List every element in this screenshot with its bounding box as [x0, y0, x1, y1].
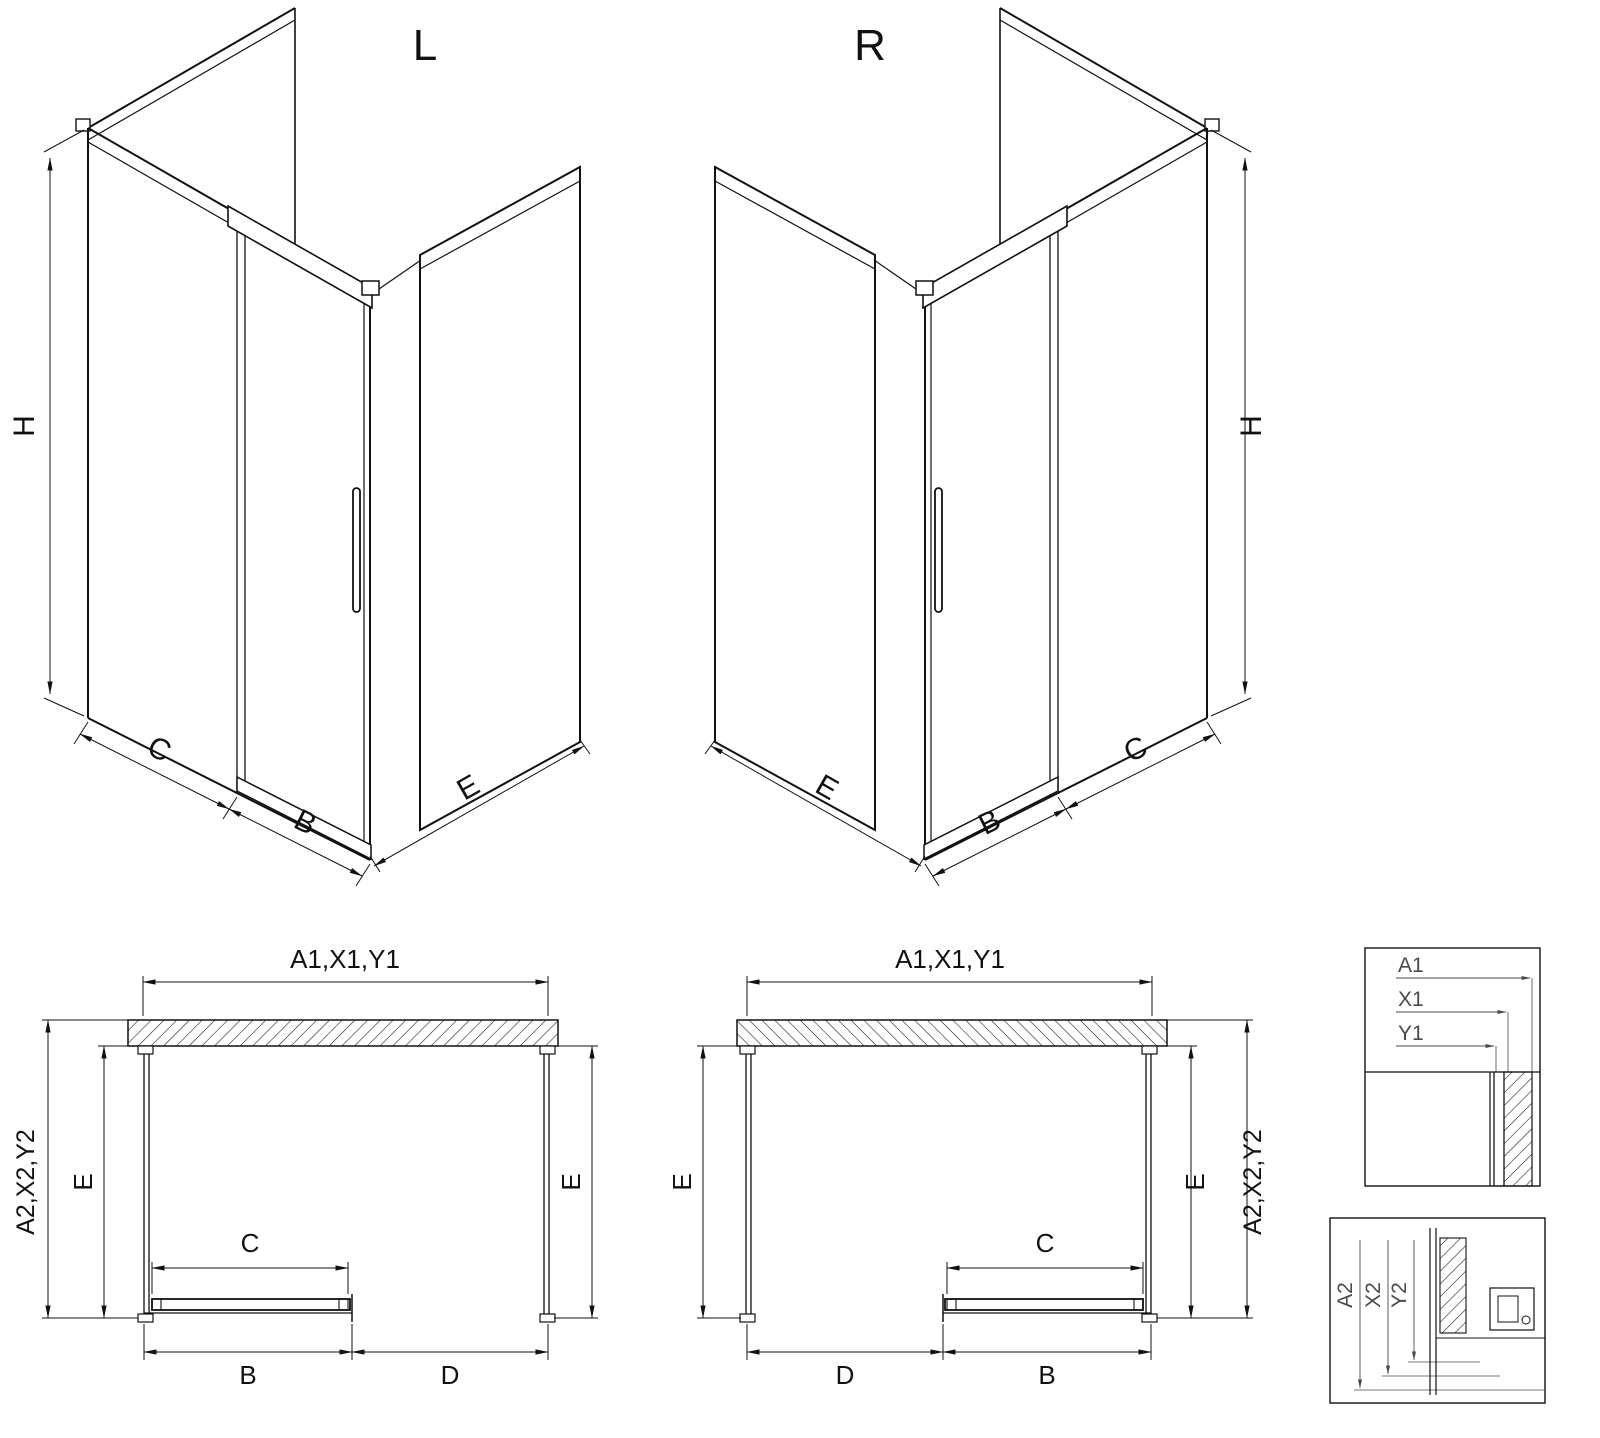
- detail-top-label-x1: X1: [1398, 988, 1424, 1011]
- detail-top-label-y1: Y1: [1398, 1022, 1424, 1045]
- iso-left-dim-c: C: [142, 730, 176, 769]
- plan-left-dim-side: A2,X2,Y2: [12, 1129, 40, 1235]
- plan-left-dim-b: B: [239, 1360, 256, 1390]
- plan-left-dim-e-left: E: [68, 1173, 98, 1190]
- plan-view-right: A1,X1,Y1 A2,X2,Y2 E E C D B: [667, 944, 1267, 1390]
- detail-bottom-wall-hatch: [1439, 1237, 1467, 1334]
- plan-left-geometry: [42, 976, 598, 1360]
- plan-right-dim-b: B: [1038, 1360, 1055, 1390]
- iso-right-geometry: [705, 8, 1251, 886]
- detail-bottom-label-a2: A2: [1334, 1282, 1357, 1308]
- plan-right-dim-c: C: [1036, 1228, 1055, 1258]
- iso-right-dim-c: C: [1119, 730, 1153, 769]
- iso-left-title: L: [413, 21, 437, 70]
- iso-right-dim-h: H: [1235, 415, 1268, 437]
- plan-left-dim-d: D: [441, 1360, 460, 1390]
- detail-top-wall-hatch: [1503, 1071, 1533, 1187]
- iso-left-geometry: [44, 8, 590, 886]
- plan-right-dim-top: A1,X1,Y1: [895, 944, 1005, 974]
- detail-bottom-label-x2: X2: [1362, 1282, 1385, 1308]
- plan-left-dim-c: C: [241, 1228, 260, 1258]
- plan-view-left: A1,X1,Y1 A2,X2,Y2 E E C B D: [12, 944, 598, 1390]
- detail-bottom-label-y2: Y2: [1388, 1282, 1411, 1308]
- plan-right-dim-e-left: E: [667, 1173, 697, 1190]
- iso-left-dim-h: H: [8, 415, 41, 437]
- iso-right-dim-e: E: [810, 768, 844, 807]
- iso-right-title: R: [854, 21, 886, 70]
- plan-right-dim-d: D: [836, 1360, 855, 1390]
- iso-view-left: L H C B E: [8, 8, 590, 886]
- plan-left-dim-e-right: E: [556, 1173, 586, 1190]
- iso-view-right: R H C B E: [705, 8, 1268, 886]
- detail-section-bottom: A2 X2 Y2: [1329, 1217, 1546, 1404]
- plan-left-dim-top: A1,X1,Y1: [290, 944, 400, 974]
- plan-right-geometry: [697, 976, 1253, 1360]
- plan-right-dim-e-right: E: [1180, 1173, 1210, 1190]
- iso-left-dim-e: E: [451, 768, 485, 807]
- detail-top-label-a1: A1: [1398, 954, 1424, 977]
- plan-right-dim-side: A2,X2,Y2: [1239, 1129, 1267, 1235]
- detail-section-top: A1 X1 Y1: [1364, 947, 1541, 1187]
